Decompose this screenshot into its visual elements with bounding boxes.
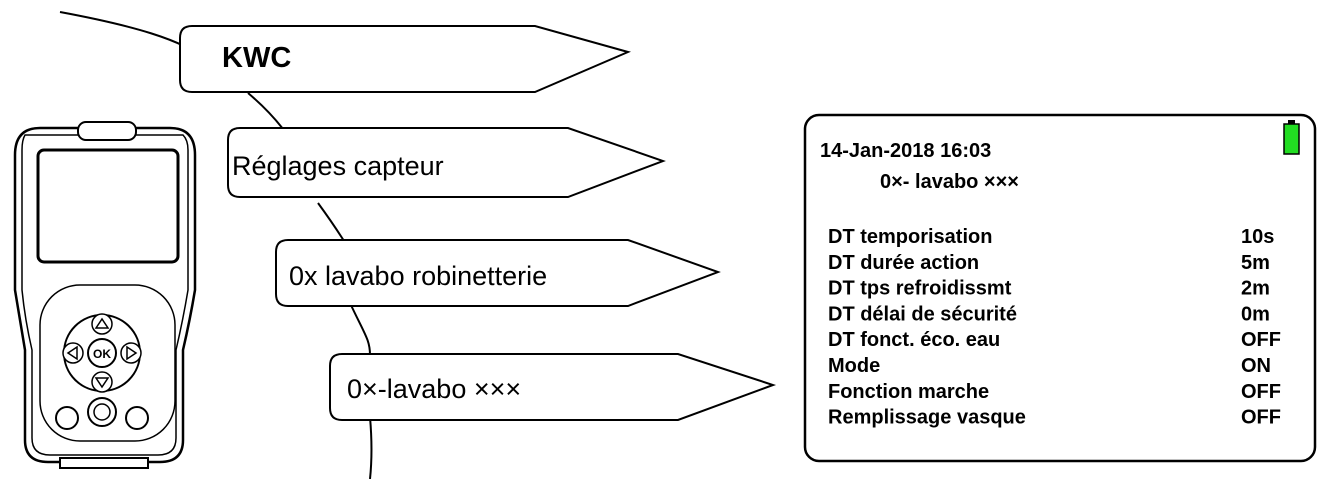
device-bottom-connector [59,457,149,469]
setting-label: Fonction marche [828,381,989,403]
setting-value: OFF [1241,329,1281,351]
up-arrow-button[interactable] [91,313,113,335]
down-arrow-button[interactable] [91,371,113,393]
setting-label: DT délai de sécurité [828,303,1017,325]
left-arrow-button[interactable] [62,342,84,364]
battery-icon [1283,120,1300,155]
setting-value: ON [1241,355,1271,377]
right-arrow-button[interactable] [120,342,142,364]
setting-value: 5m [1241,252,1270,274]
left-arrow-icon [66,345,78,361]
setting-value: OFF [1241,381,1281,403]
left-function-button[interactable] [55,406,79,430]
screen-title: 0×- lavabo ××× [880,171,1019,193]
device-screen [36,148,180,264]
menu-tag-1[interactable]: Réglages capteur [227,127,666,198]
power-icon [93,403,111,421]
handheld-remote-device: OK [13,121,197,469]
menu-tag-3[interactable]: 0×-lavabo ××× [329,353,777,421]
setting-value: 2m [1241,278,1270,300]
device-top-clip [77,121,137,141]
setting-label: Mode [828,355,880,377]
power-button[interactable] [87,397,117,427]
ok-button-label: OK [93,347,111,361]
setting-value: 10s [1241,226,1274,248]
setting-label: DT temporisation [828,226,992,248]
setting-label: DT tps refroidissmt [828,278,1012,300]
menu-tag-label: 0×-lavabo ××× [347,374,521,404]
setting-label: DT fonct. éco. eau [828,329,1000,351]
down-arrow-icon [94,377,110,389]
right-arrow-icon [126,345,138,361]
screen-datetime: 14-Jan-2018 16:03 [820,140,991,162]
menu-tag-label: KWC [222,42,291,74]
ok-button[interactable] [87,338,117,368]
setting-value: 0m [1241,303,1270,325]
menu-tag-label: Réglages capteur [232,151,444,181]
right-function-button[interactable] [125,406,149,430]
menu-tag-0[interactable]: KWC [179,25,631,93]
setting-value: OFF [1241,407,1281,429]
setting-label: Remplissage vasque [828,407,1026,429]
menu-tag-label: 0x lavabo robinetterie [289,261,547,291]
menu-tag-2[interactable]: 0x lavabo robinetterie [275,239,721,307]
settings-list: DT temporisation 10s DT durée action 5m DT t… [828,226,1281,429]
lcd-screen-panel: 14-Jan-2018 16:03 0×- lavabo ××× DT temp… [803,113,1317,463]
setting-label: DT durée action [828,252,979,274]
up-arrow-icon [94,317,110,329]
